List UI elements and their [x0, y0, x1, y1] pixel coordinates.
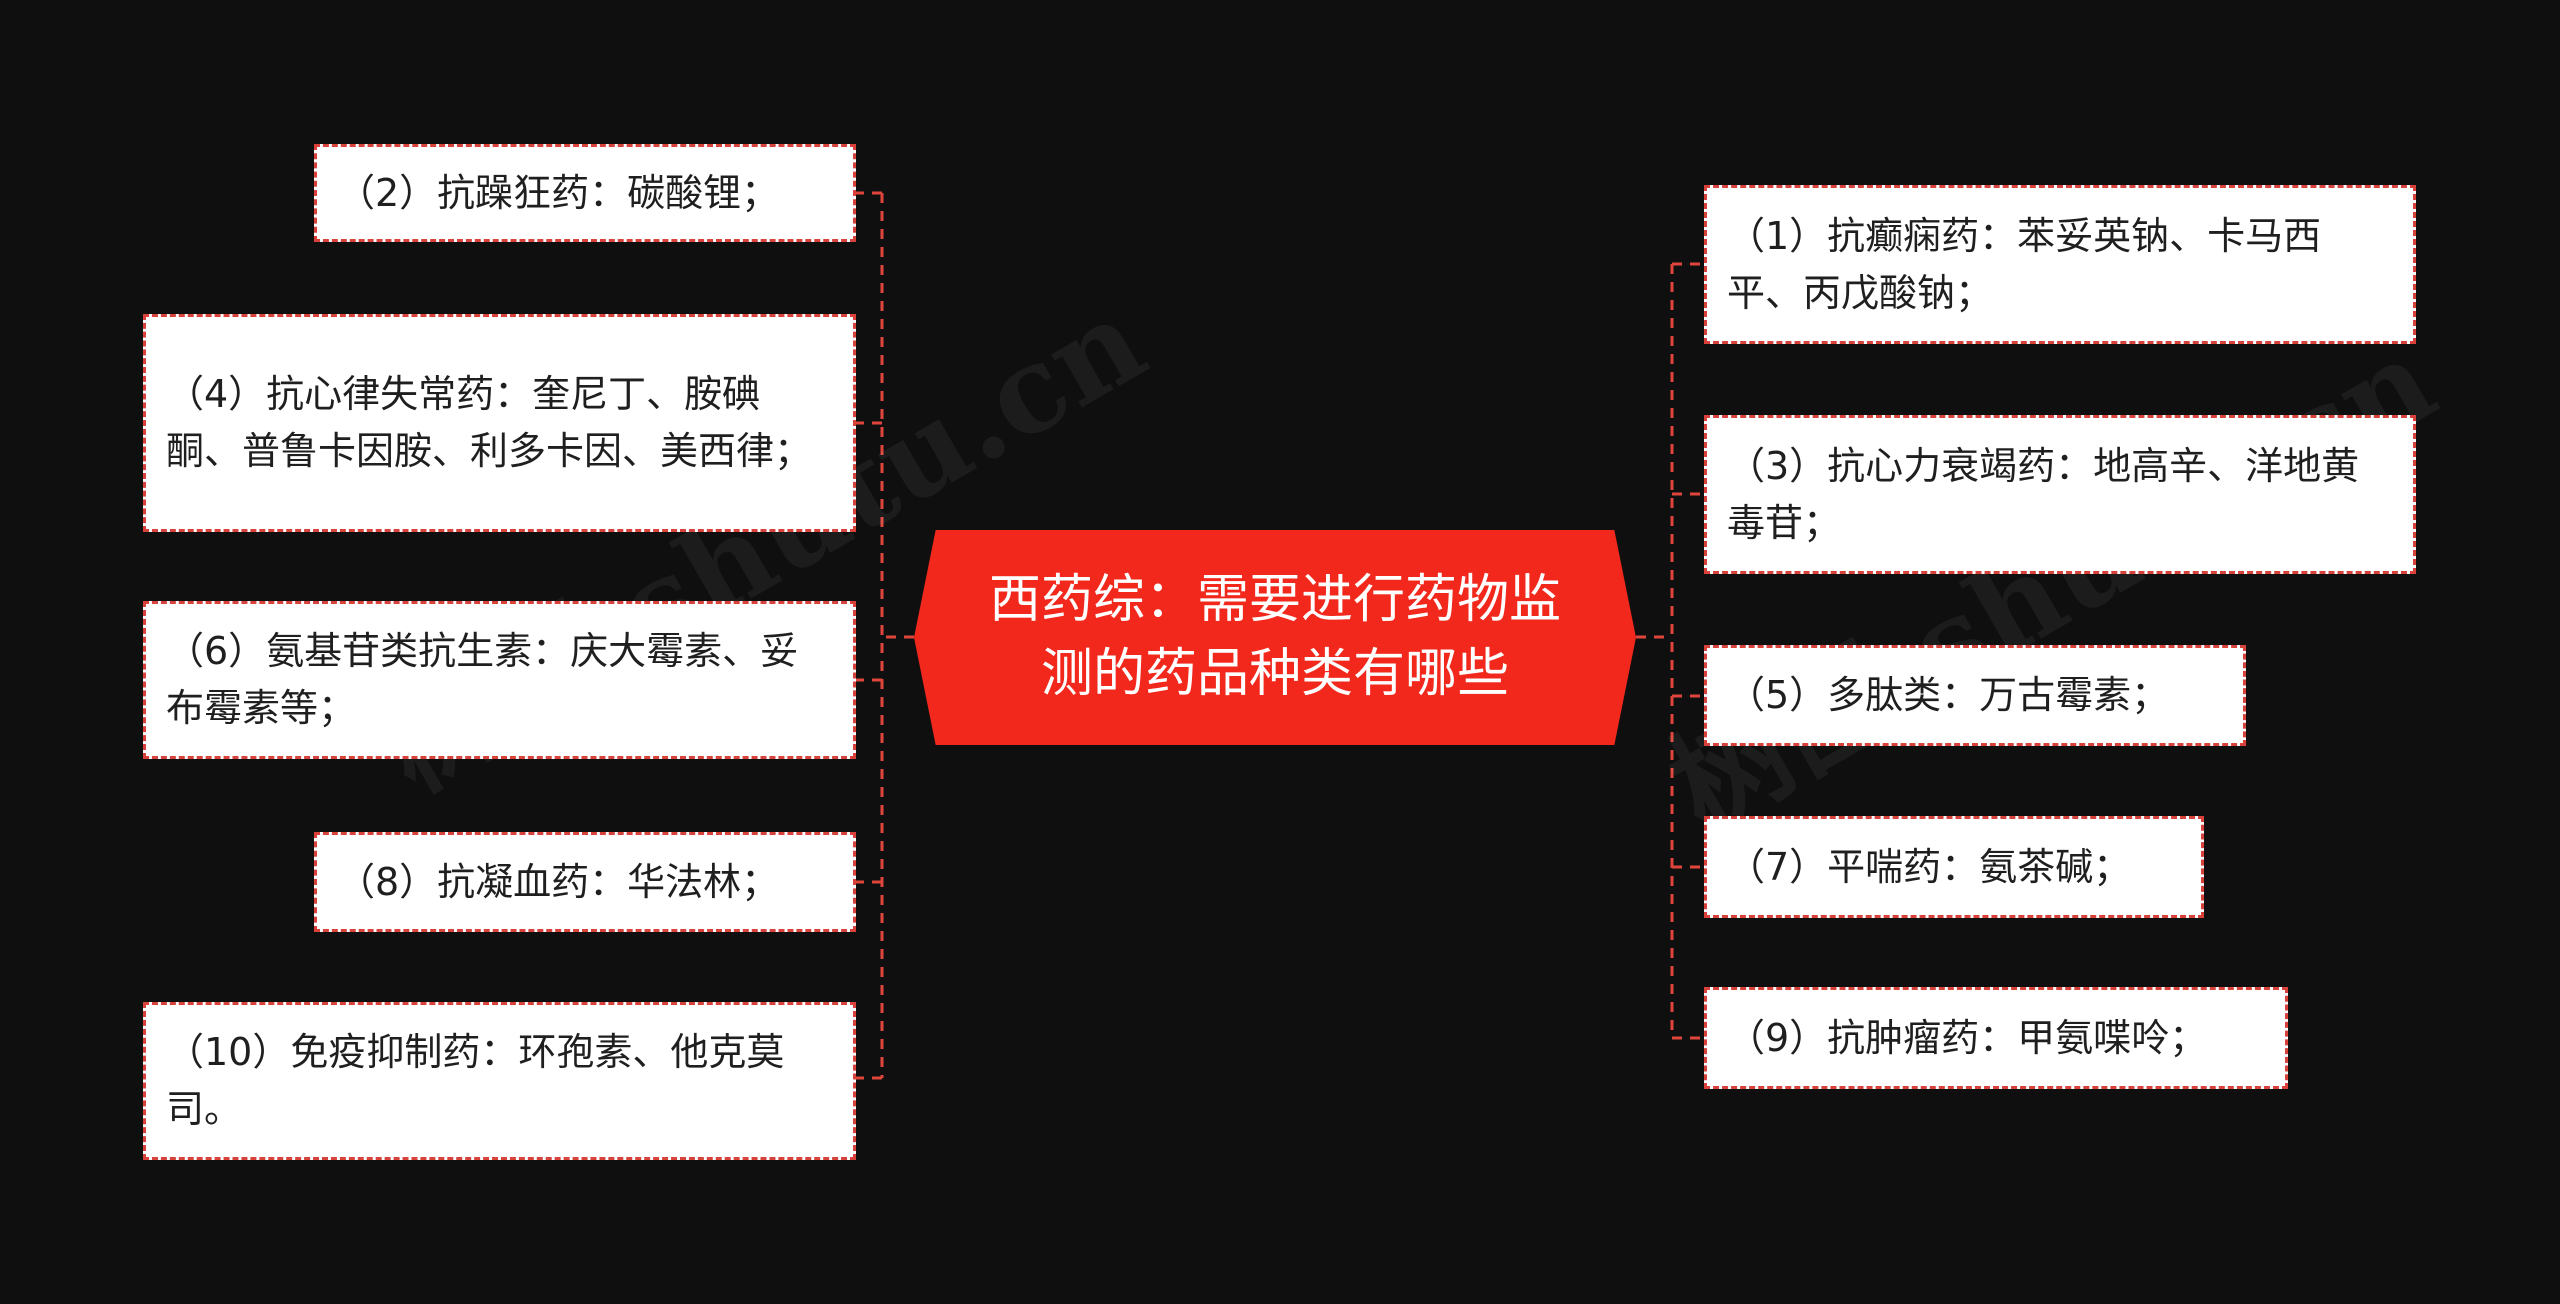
topic-node-6-text: （6）氨基苷类抗生素：庆大霉素、妥布霉素等；: [166, 629, 799, 730]
topic-node-10-text: （10）免疫抑制药：环孢素、他克莫司。: [166, 1030, 785, 1131]
topic-node-3-text: （3）抗心力衰竭药：地高辛、洋地黄毒苷；: [1727, 443, 2360, 545]
topic-node-5-text: （5）多肽类：万古霉素；: [1727, 673, 2170, 717]
topic-node-4[interactable]: （4）抗心律失常药：奎尼丁、胺碘酮、普鲁卡因胺、利多卡因、美西律；: [143, 314, 856, 532]
topic-node-7-text: （7）平喘药：氨茶碱；: [1727, 844, 2132, 889]
topic-node-1-text: （1）抗癫痫药：苯妥英钠、卡马西平、丙戊酸钠；: [1727, 213, 2322, 315]
topic-node-3[interactable]: （3）抗心力衰竭药：地高辛、洋地黄毒苷；: [1704, 415, 2416, 574]
topic-node-9[interactable]: （9）抗肿瘤药：甲氨喋呤；: [1704, 987, 2288, 1089]
central-topic[interactable]: 西药综：需要进行药物监测的药品种类有哪些: [914, 530, 1636, 745]
topic-node-2-text: （2）抗躁狂药：碳酸锂；: [337, 170, 780, 215]
topic-node-10[interactable]: （10）免疫抑制药：环孢素、他克莫司。: [143, 1002, 856, 1160]
topic-node-4-text: （4）抗心律失常药：奎尼丁、胺碘酮、普鲁卡因胺、利多卡因、美西律；: [166, 372, 813, 473]
central-topic-title: 西药综：需要进行药物监测的药品种类有哪些: [988, 569, 1561, 704]
watermark-right: 树图 shutu.cn: [1647, 310, 2457, 858]
topic-node-5[interactable]: （5）多肽类：万古霉素；: [1704, 645, 2246, 746]
topic-node-8-text: （8）抗凝血药：华法林；: [337, 859, 780, 904]
topic-node-6[interactable]: （6）氨基苷类抗生素：庆大霉素、妥布霉素等；: [143, 601, 856, 759]
topic-node-7[interactable]: （7）平喘药：氨茶碱；: [1704, 816, 2204, 918]
topic-node-9-text: （9）抗肿瘤药：甲氨喋呤；: [1727, 1015, 2208, 1060]
topic-node-1[interactable]: （1）抗癫痫药：苯妥英钠、卡马西平、丙戊酸钠；: [1704, 185, 2416, 344]
topic-node-2[interactable]: （2）抗躁狂药：碳酸锂；: [314, 144, 856, 242]
topic-node-8[interactable]: （8）抗凝血药：华法林；: [314, 832, 856, 932]
